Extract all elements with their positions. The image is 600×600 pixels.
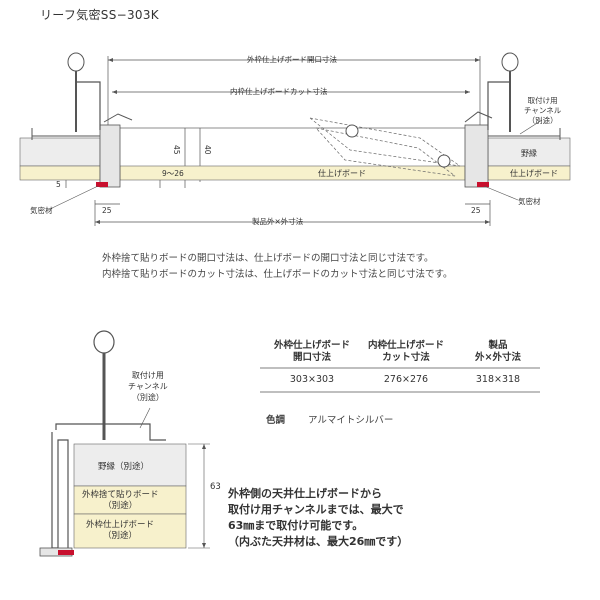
spec-header-inner-cut: 内枠仕上げボード カット寸法 [367,340,444,363]
note-1: 外枠捨て貼りボードの開口寸法は、仕上げボードの開口寸法と同じ寸法です。 [102,253,434,264]
color-value: アルマイトシルバー [308,415,394,426]
dim-5-label: 5 [56,180,61,189]
airtight-label-right: 気密材 [518,197,541,206]
dim-63-label: 63 [210,482,221,492]
sutebari-board-label: 外枠捨て貼りボード （別途） [82,490,159,511]
spec-value-outer-opening: 303×303 [289,374,335,385]
spec-header-outer-opening: 外枠仕上げボード 開口寸法 [273,340,350,363]
noen-label-bottom: 野縁（別途） [98,462,150,472]
spec-header-product: 製品 外×外寸法 [475,340,521,363]
dim-9-26-label: 9〜26 [162,169,184,178]
note-2: 内枠捨て貼りボードのカット寸法は、仕上げボードのカット寸法と同じ寸法です。 [102,269,453,280]
spec-value-inner-cut: 276×276 [383,374,429,385]
spec-value-product: 318×318 [475,374,521,385]
dim-25-right-label: 25 [471,206,481,215]
shiage-board-label: 外枠仕上げボード （別途） [86,520,155,541]
dim-40-label: 40 [203,145,212,155]
channel-label-bottom: 取付け用 チャンネル （別途） [128,371,168,402]
dim-25-left-label: 25 [102,206,112,215]
board-label-left: 仕上げボード [318,169,366,178]
dim-inner-cut-label: 内枠仕上げボードカット寸法 [230,87,328,96]
dim-product-label: 製品外×外寸法 [252,217,304,226]
dim-45-label: 45 [172,145,181,155]
airtight-label-left: 気密材 [30,206,53,215]
page-title: リーフ気密SS−303K [40,8,159,22]
board-label-right: 仕上げボード [510,169,558,178]
color-label: 色調 [266,415,286,426]
dim-outer-opening-label: 外枠仕上げボード開口寸法 [247,55,337,64]
channel-label-top: 取付け用 チャンネル （別途） [524,96,562,125]
noen-label-top: 野縁 [521,149,537,158]
install-note: 外枠側の天井仕上げボードから 取付け用チャンネルまでは、最大で 63㎜まで取付け… [228,487,409,548]
